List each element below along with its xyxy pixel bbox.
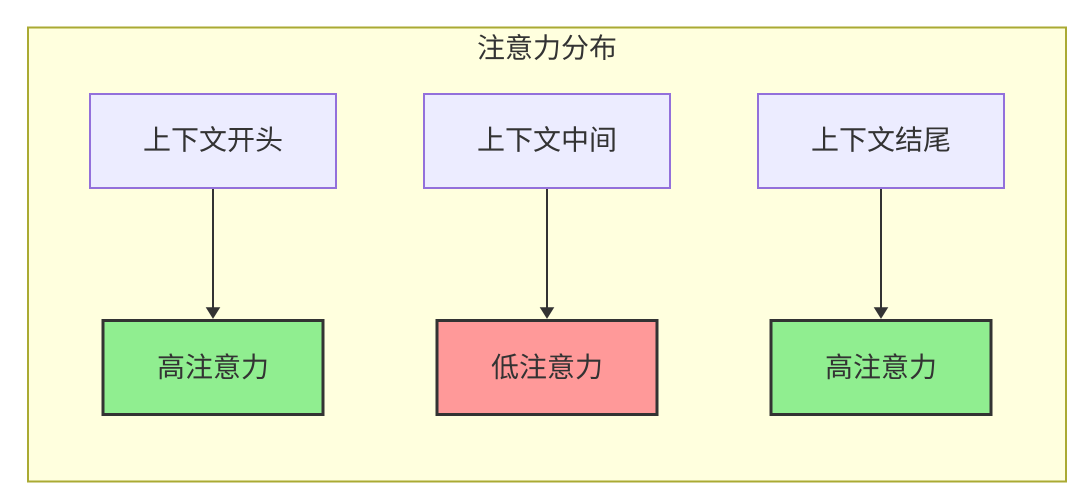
node-attn-low-label-glyph bbox=[491, 353, 519, 380]
node-attn-low-label-glyph bbox=[548, 353, 574, 379]
node-attn-high-2-label-glyph bbox=[826, 353, 852, 380]
node-ctx-start bbox=[89, 93, 337, 189]
node-ctx-start-label-glyph bbox=[172, 128, 198, 152]
node-ctx-end-label-glyph bbox=[812, 126, 838, 151]
node-attn-high-2-label bbox=[826, 353, 935, 380]
node-ctx-end-label-glyph bbox=[895, 126, 922, 152]
arrowhead-icon bbox=[205, 307, 221, 319]
node-attn-high-1-label-glyph bbox=[186, 353, 212, 379]
edge-ctx-start-to-attn-high-1 bbox=[205, 189, 221, 319]
node-attn-low-box bbox=[435, 319, 659, 416]
node-ctx-start-label-glyph bbox=[256, 126, 282, 152]
node-attn-low-label-glyph bbox=[520, 353, 546, 379]
node-attn-high-2-label-glyph bbox=[854, 353, 880, 379]
node-ctx-middle bbox=[423, 93, 671, 189]
node-ctx-middle-label-glyph bbox=[478, 126, 504, 151]
node-attn-low bbox=[435, 319, 659, 416]
node-ctx-end-label-glyph bbox=[868, 126, 895, 152]
cluster-title bbox=[478, 33, 616, 61]
node-attn-high-2 bbox=[769, 319, 993, 416]
node-attn-high-1-label-glyph bbox=[242, 353, 267, 380]
node-ctx-start-label bbox=[144, 126, 282, 153]
node-attn-high-2-box bbox=[769, 319, 993, 416]
node-ctx-start-label-glyph bbox=[228, 128, 254, 153]
node-ctx-start-label-glyph bbox=[144, 126, 170, 151]
node-attn-high-1-label-glyph bbox=[158, 353, 184, 380]
node-ctx-end bbox=[757, 93, 1005, 189]
edge-ctx-middle-to-attn-low bbox=[539, 189, 555, 319]
node-attn-high-2-label-glyph bbox=[882, 353, 908, 379]
node-attn-high-1-label bbox=[158, 353, 267, 380]
edge-ctx-end-to-attn-high-2 bbox=[873, 189, 889, 319]
node-ctx-end-label-glyph bbox=[840, 128, 866, 152]
node-attn-high-1-label-glyph bbox=[214, 353, 240, 379]
node-ctx-middle-box bbox=[423, 93, 671, 189]
node-attn-low-label bbox=[491, 353, 601, 380]
cluster-title-glyph bbox=[478, 34, 504, 60]
node-attn-high-2-label-glyph bbox=[910, 353, 935, 380]
arrowhead-icon bbox=[873, 307, 889, 319]
cluster-title-glyph bbox=[506, 33, 532, 60]
arrowhead-icon bbox=[539, 307, 555, 319]
node-ctx-start-label-glyph bbox=[200, 126, 227, 152]
node-attn-low-label-glyph bbox=[576, 353, 601, 380]
cluster-title-glyph bbox=[534, 34, 559, 61]
node-layer bbox=[89, 93, 1005, 416]
node-ctx-middle-label-glyph bbox=[591, 126, 615, 152]
node-ctx-middle-label-glyph bbox=[534, 126, 561, 152]
node-ctx-end-label bbox=[812, 126, 950, 152]
node-attn-high-1 bbox=[101, 319, 325, 416]
node-ctx-middle-label-glyph bbox=[506, 128, 532, 152]
node-ctx-middle-label-glyph bbox=[563, 126, 587, 152]
node-ctx-end-label-glyph bbox=[923, 127, 950, 152]
node-ctx-middle-label bbox=[478, 126, 615, 152]
cluster-title-glyph bbox=[562, 34, 588, 60]
node-attn-high-1-box bbox=[101, 319, 325, 416]
cluster-title-glyph bbox=[589, 34, 616, 60]
node-ctx-start-box bbox=[89, 93, 337, 189]
edge-layer bbox=[205, 189, 889, 319]
node-ctx-end-box bbox=[757, 93, 1005, 189]
